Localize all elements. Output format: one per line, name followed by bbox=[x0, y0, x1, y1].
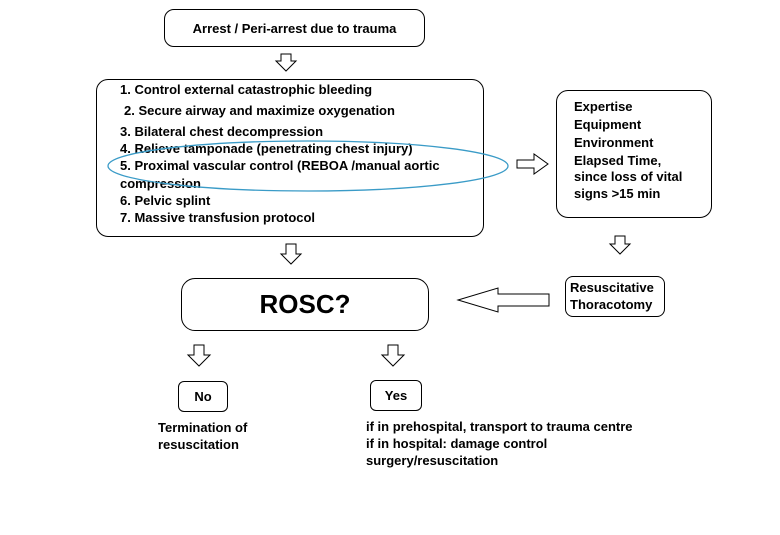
thoracotomy-box bbox=[565, 276, 665, 317]
rosc-box: ROSC? bbox=[181, 278, 429, 331]
criteria-box bbox=[556, 90, 712, 218]
step-3: 3. Bilateral chest decompression bbox=[120, 124, 324, 139]
down-arrow-criteria bbox=[608, 235, 632, 255]
right-arrow-criteria bbox=[516, 153, 549, 175]
criteria-loss-vital-signs: since loss of vital bbox=[574, 169, 683, 184]
step-7: 7. Massive transfusion protocol bbox=[120, 210, 316, 225]
start-box: Arrest / Peri-arrest due to trauma bbox=[164, 9, 425, 47]
down-arrow-yes bbox=[380, 344, 406, 367]
step-6: 6. Pelvic splint bbox=[120, 193, 211, 208]
left-arrow-thoracotomy bbox=[456, 287, 550, 313]
no-outcome-line-1: Termination of bbox=[158, 420, 248, 435]
criteria-environment: Environment bbox=[574, 135, 654, 150]
criteria-expertise: Expertise bbox=[574, 99, 633, 114]
down-arrow-steps bbox=[279, 243, 303, 265]
no-label: No bbox=[194, 389, 212, 404]
thoracotomy-line-2: Thoracotomy bbox=[570, 297, 653, 312]
criteria-elapsed-time: Elapsed Time, bbox=[574, 153, 662, 168]
thoracotomy-line-1: Resuscitative bbox=[570, 280, 654, 295]
criteria-equipment: Equipment bbox=[574, 117, 642, 132]
yes-outcome-line-1: if in prehospital, transport to trauma c… bbox=[366, 419, 633, 434]
highlight-ellipse bbox=[107, 140, 509, 192]
rosc-label: ROSC? bbox=[259, 289, 351, 319]
start-label: Arrest / Peri-arrest due to trauma bbox=[192, 20, 397, 36]
no-box: No bbox=[178, 381, 228, 412]
step-1: 1. Control external catastrophic bleedin… bbox=[120, 82, 373, 97]
down-arrow-start bbox=[274, 53, 298, 72]
yes-outcome-line-3: surgery/resuscitation bbox=[366, 453, 499, 468]
no-outcome-line-2: resuscitation bbox=[158, 437, 239, 452]
down-arrow-no bbox=[186, 344, 212, 367]
yes-outcome-line-2: if in hospital: damage control bbox=[366, 436, 548, 451]
criteria-15-min: signs >15 min bbox=[574, 186, 661, 201]
step-4: 4. Relieve tamponade (penetrating chest … bbox=[120, 141, 413, 156]
step-2: 2. Secure airway and maximize oxygenatio… bbox=[124, 103, 395, 118]
yes-label: Yes bbox=[384, 388, 408, 403]
yes-box: Yes bbox=[370, 380, 422, 411]
steps-box bbox=[96, 79, 484, 237]
step-5: 5. Proximal vascular control (REBOA /man… bbox=[120, 158, 440, 173]
